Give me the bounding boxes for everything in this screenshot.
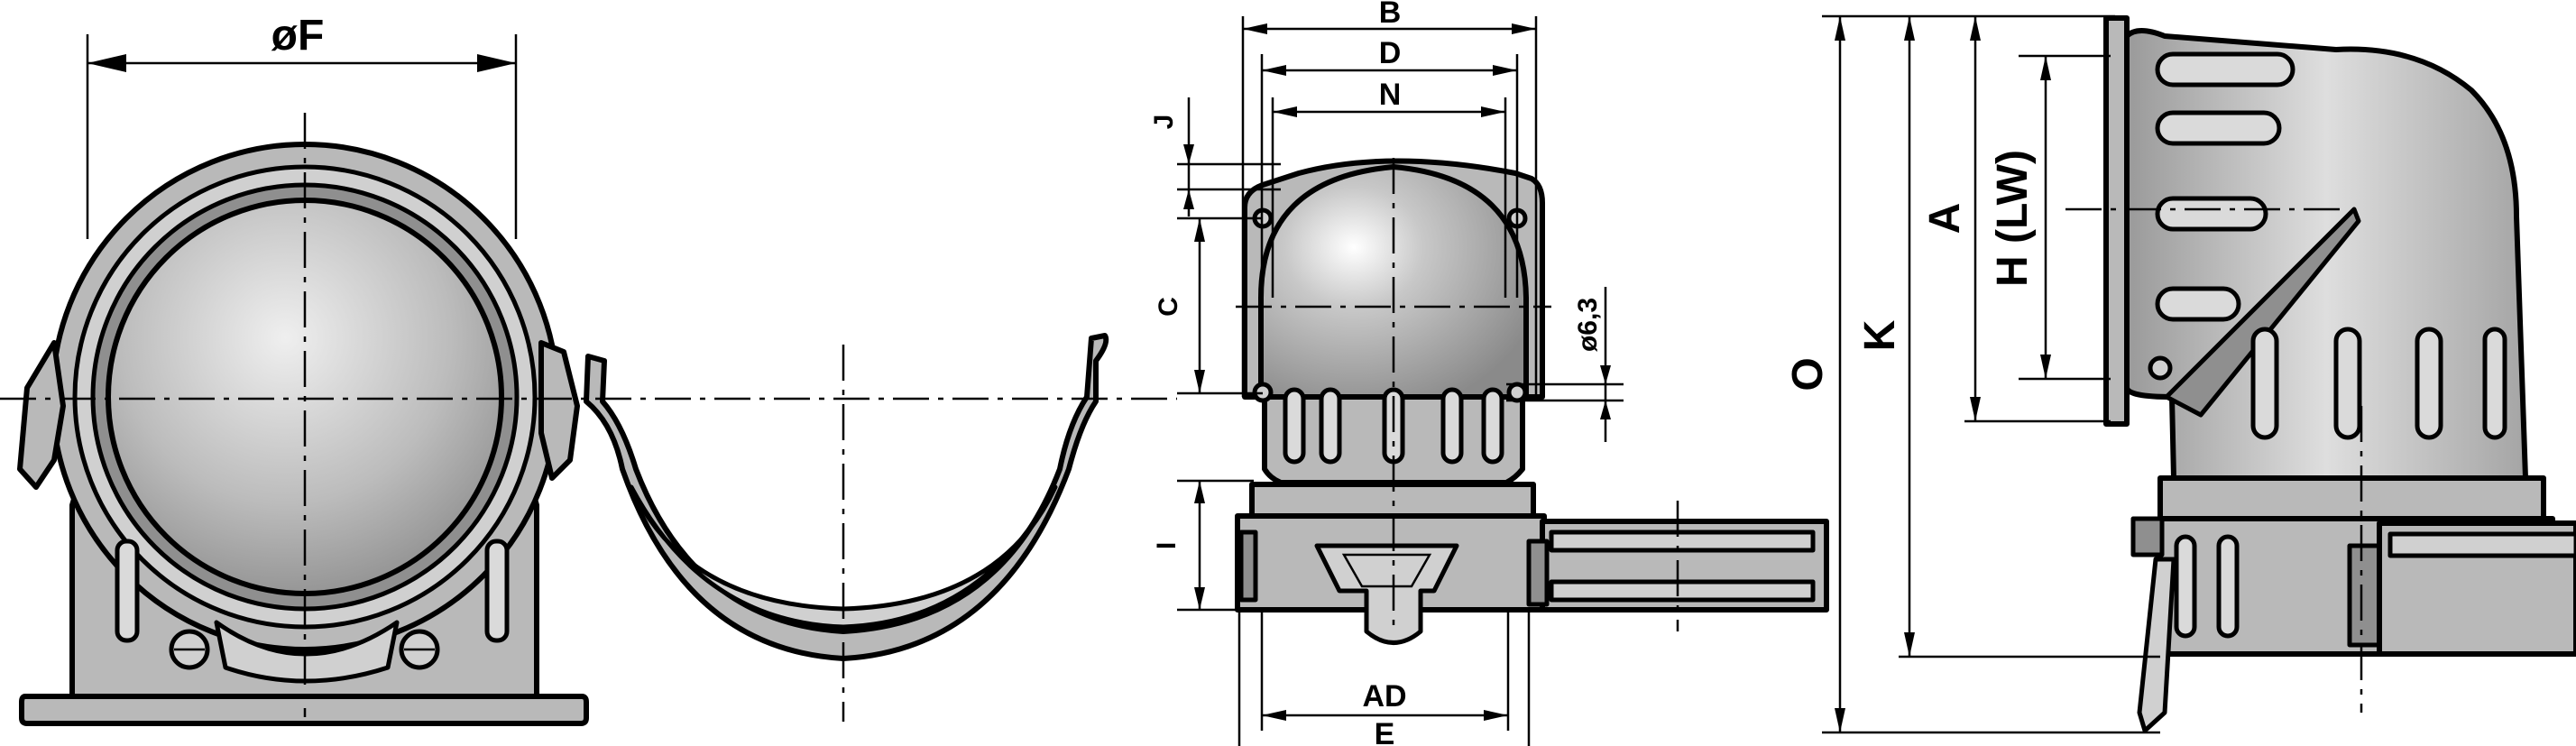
dim-d-arrow-left xyxy=(1262,65,1286,76)
elbow-rail-stripe xyxy=(2387,531,2576,558)
elbow-clip-stop xyxy=(2130,516,2165,557)
side-view: B D N J C ø6,3 xyxy=(1149,0,1829,746)
elbow-collar xyxy=(2157,475,2546,521)
label-e: E xyxy=(1375,717,1395,746)
elbow-hslot-2 xyxy=(2155,110,2282,146)
front-base-slot-left xyxy=(115,539,140,643)
front-left-clip xyxy=(17,340,66,490)
elbow-base-slot-1 xyxy=(2174,534,2197,639)
front-cradle xyxy=(214,620,400,684)
label-a: A xyxy=(1921,203,1969,235)
dim-b-arrow-left xyxy=(1243,23,1267,34)
label-j: J xyxy=(1149,115,1179,130)
side-slot-1 xyxy=(1283,387,1306,465)
elbow-base-latch xyxy=(2347,543,2384,648)
label-b: B xyxy=(1379,0,1402,30)
elbow-vslot-1 xyxy=(2250,327,2279,440)
elbow-vslot-3 xyxy=(2415,327,2443,440)
side-slot-4 xyxy=(1440,387,1464,465)
label-phi-f: øF xyxy=(271,12,325,60)
front-open-half-inner xyxy=(629,484,1058,630)
label-o: O xyxy=(1784,357,1832,391)
label-phi-63: ø6,3 xyxy=(1573,298,1603,352)
dim-h-arrow-bottom xyxy=(2040,355,2051,379)
side-base-left-edge xyxy=(1238,530,1258,603)
side-rail-stripe-bottom xyxy=(1549,579,1816,603)
elbow-flange xyxy=(2103,15,2130,427)
elbow-vslot-2 xyxy=(2333,327,2362,440)
elbow-hslot-1 xyxy=(2155,51,2295,87)
elbow-view: O K A H (LW) xyxy=(1784,14,2576,734)
label-k: K xyxy=(1856,319,1904,351)
front-view: øF xyxy=(0,12,1177,726)
elbow-bend-shadow xyxy=(2164,207,2361,418)
side-slot-2 xyxy=(1319,387,1342,465)
dim-h-arrow-top xyxy=(2040,56,2051,80)
side-rail-stripe-top xyxy=(1549,530,1816,553)
dim-k-arrow-top xyxy=(1904,16,1915,41)
label-ad: AD xyxy=(1362,679,1406,714)
dim-a-arrow-top xyxy=(1970,16,1981,41)
dim-phi-63-arrow-top xyxy=(1600,365,1611,384)
dim-phi-f-arrow-right xyxy=(477,54,516,72)
elbow-hslot-3 xyxy=(2155,196,2268,232)
dim-c-arrow-top xyxy=(1194,218,1205,242)
dim-d-arrow-right xyxy=(1493,65,1517,76)
dim-o-arrow-bottom xyxy=(1835,708,1845,732)
elbow-hole xyxy=(2148,355,2173,381)
label-i: I xyxy=(1152,542,1182,549)
side-clip-tab-inner xyxy=(1341,553,1432,588)
elbow-vslot-4 xyxy=(2482,327,2507,440)
side-hole-bottom-right xyxy=(1506,382,1528,403)
dim-ad-arrow-left xyxy=(1262,710,1286,721)
dim-j-arrow-top xyxy=(1183,144,1194,164)
dim-i-arrow-top xyxy=(1194,481,1205,503)
side-slot-5 xyxy=(1481,387,1504,465)
label-n: N xyxy=(1379,78,1402,112)
dim-b-arrow-right xyxy=(1512,23,1536,34)
dim-a-arrow-bottom xyxy=(1970,397,1981,421)
side-rail-joint xyxy=(1526,539,1550,607)
dim-k-arrow-bottom xyxy=(1904,632,1915,657)
dim-phi-f-arrow-left xyxy=(87,54,126,72)
elbow-clip xyxy=(2137,557,2176,733)
dim-n-arrow-right xyxy=(1481,106,1505,117)
dim-n-arrow-left xyxy=(1273,106,1297,117)
dim-j-arrow-bottom xyxy=(1183,189,1194,209)
dim-i-arrow-bottom xyxy=(1194,587,1205,610)
dim-c-arrow-bottom xyxy=(1194,370,1205,393)
dim-o-arrow-top xyxy=(1835,16,1845,41)
elbow-hslot-4 xyxy=(2155,286,2241,322)
label-c: C xyxy=(1154,297,1183,317)
elbow-base-slot-2 xyxy=(2216,534,2240,639)
dim-phi-63-arrow-bottom xyxy=(1600,401,1611,419)
label-d: D xyxy=(1379,36,1402,70)
front-base-slot-right xyxy=(484,539,510,643)
dim-ad-arrow-right xyxy=(1484,710,1508,721)
label-h-lw: H (LW) xyxy=(1989,150,2037,287)
front-right-clip xyxy=(538,340,580,481)
